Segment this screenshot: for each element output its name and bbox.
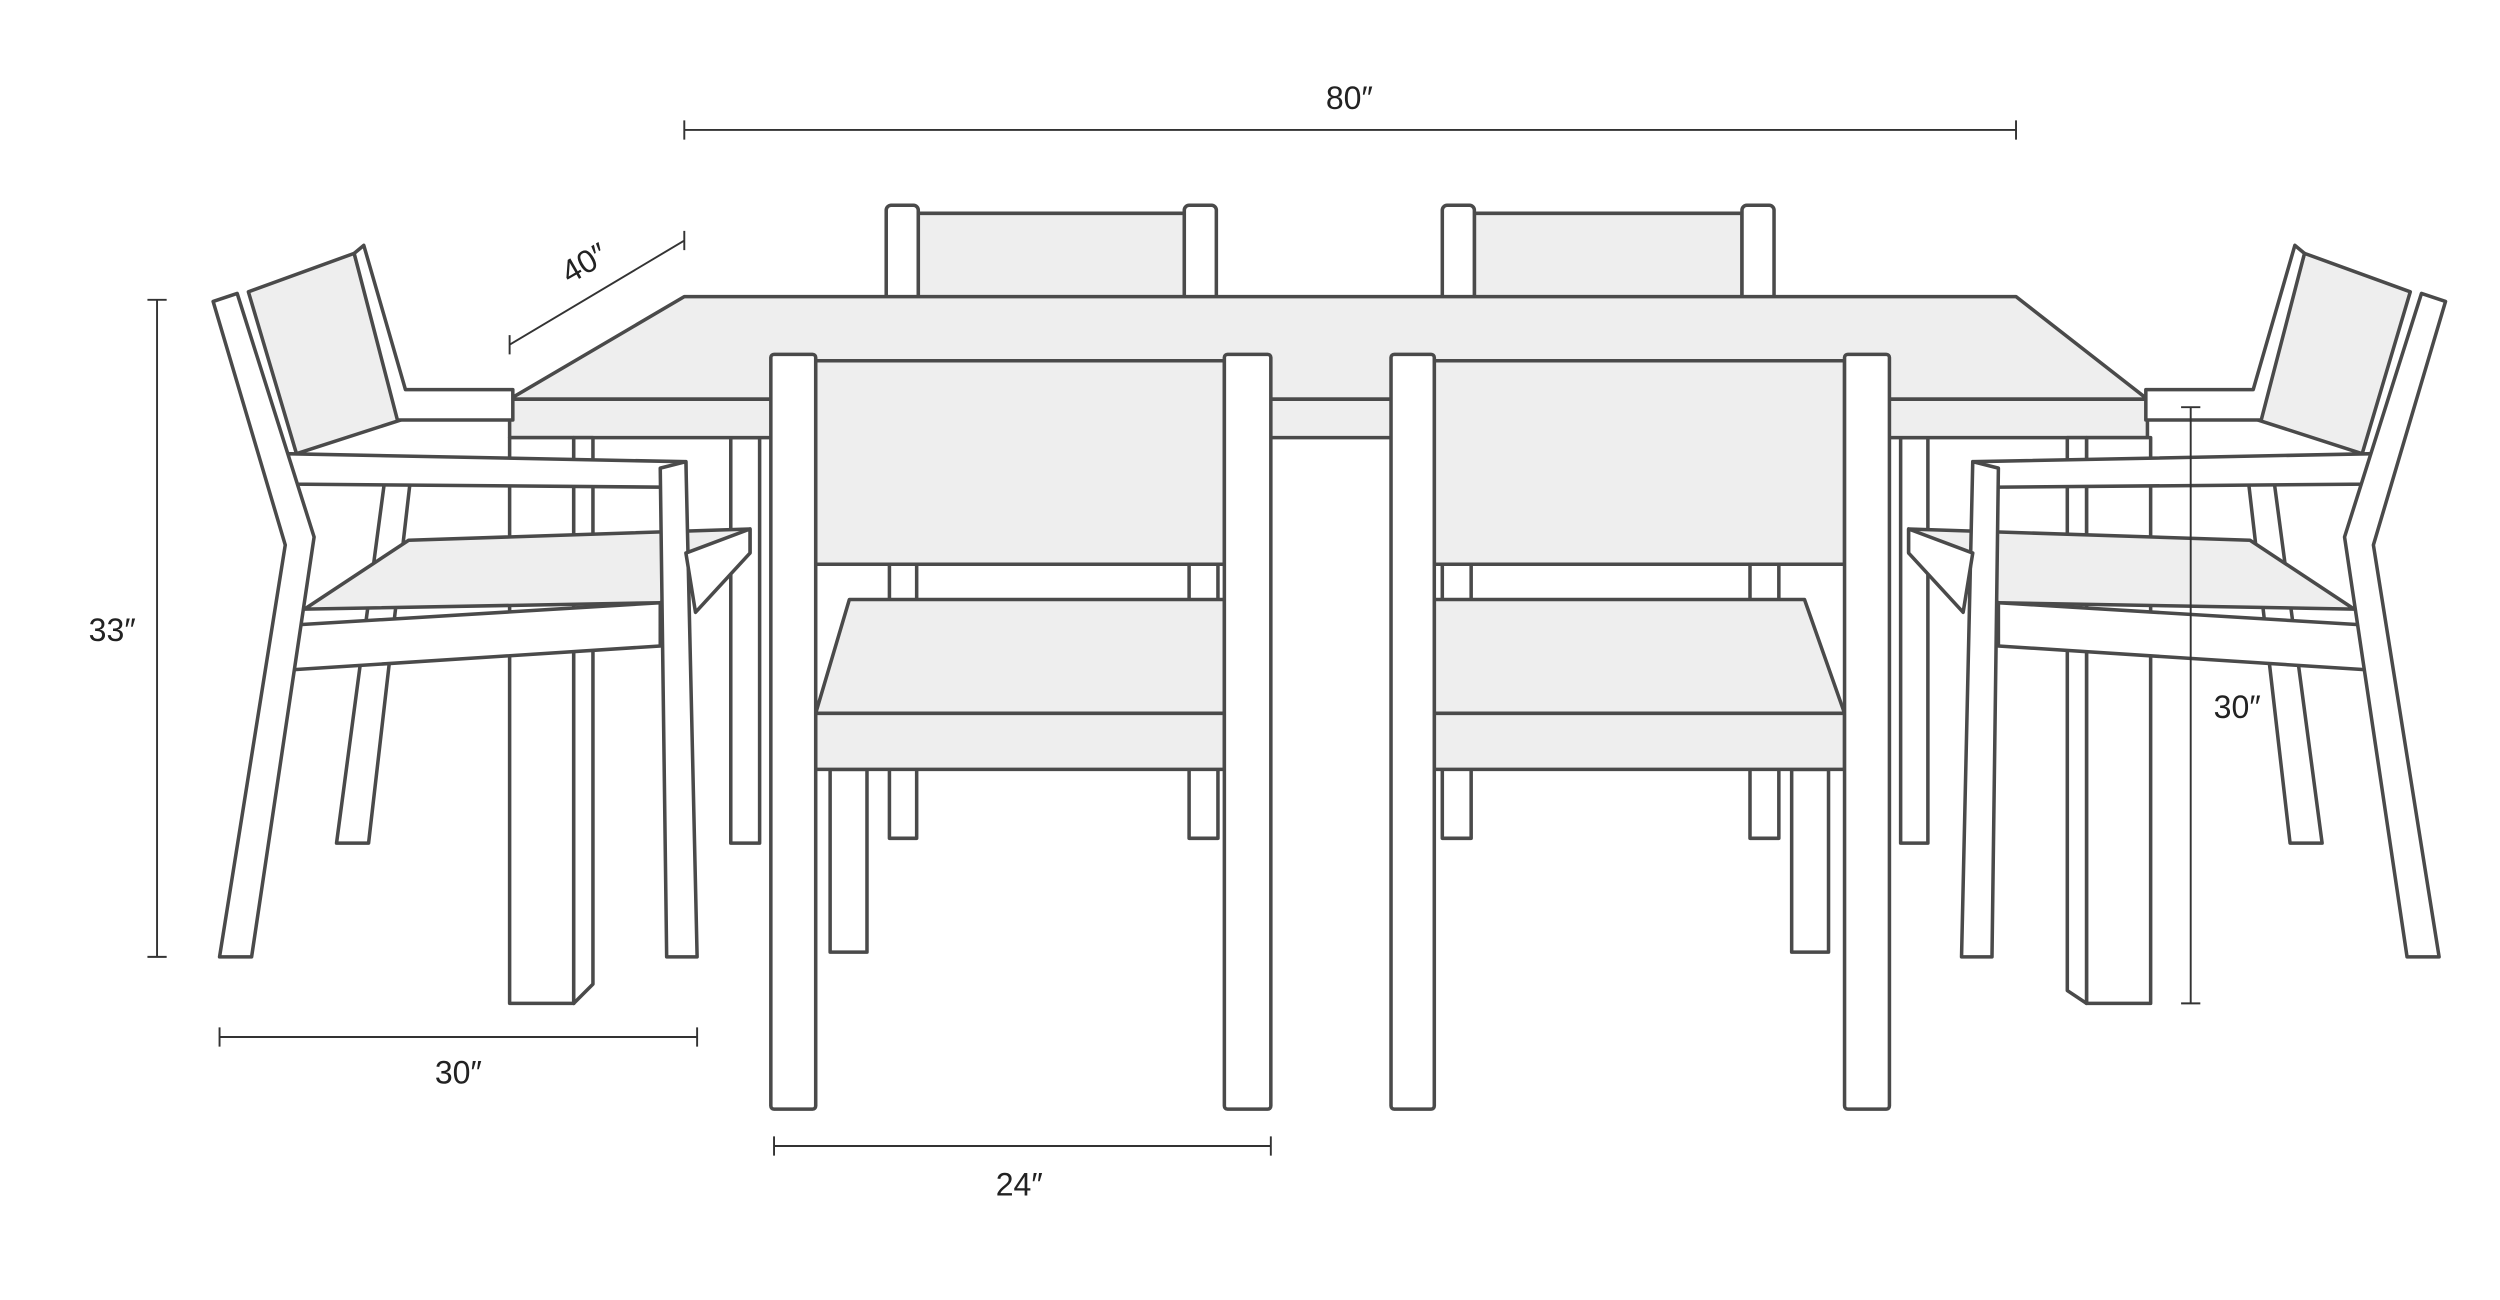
table [507, 294, 2153, 1006]
dimension-chair-height: 33″ [89, 298, 167, 958]
dimension-front-chair-width: 24″ [773, 1136, 1272, 1203]
label-table-height: 30″ [2214, 689, 2261, 725]
front-chair-left [769, 352, 1273, 1111]
front-chair-right [1389, 352, 1892, 1111]
label-table-length: 80″ [1326, 80, 1373, 116]
dimension-table-height: 30″ [2181, 406, 2261, 1005]
label-chair-height: 33″ [89, 612, 136, 648]
label-table-depth: 40″ [555, 236, 614, 291]
label-side-chair-width: 30″ [435, 1054, 482, 1090]
dimension-table-length: 80″ [683, 80, 2017, 140]
dimension-side-chair-width: 30″ [218, 1027, 699, 1090]
label-front-chair-width: 24″ [996, 1167, 1043, 1203]
